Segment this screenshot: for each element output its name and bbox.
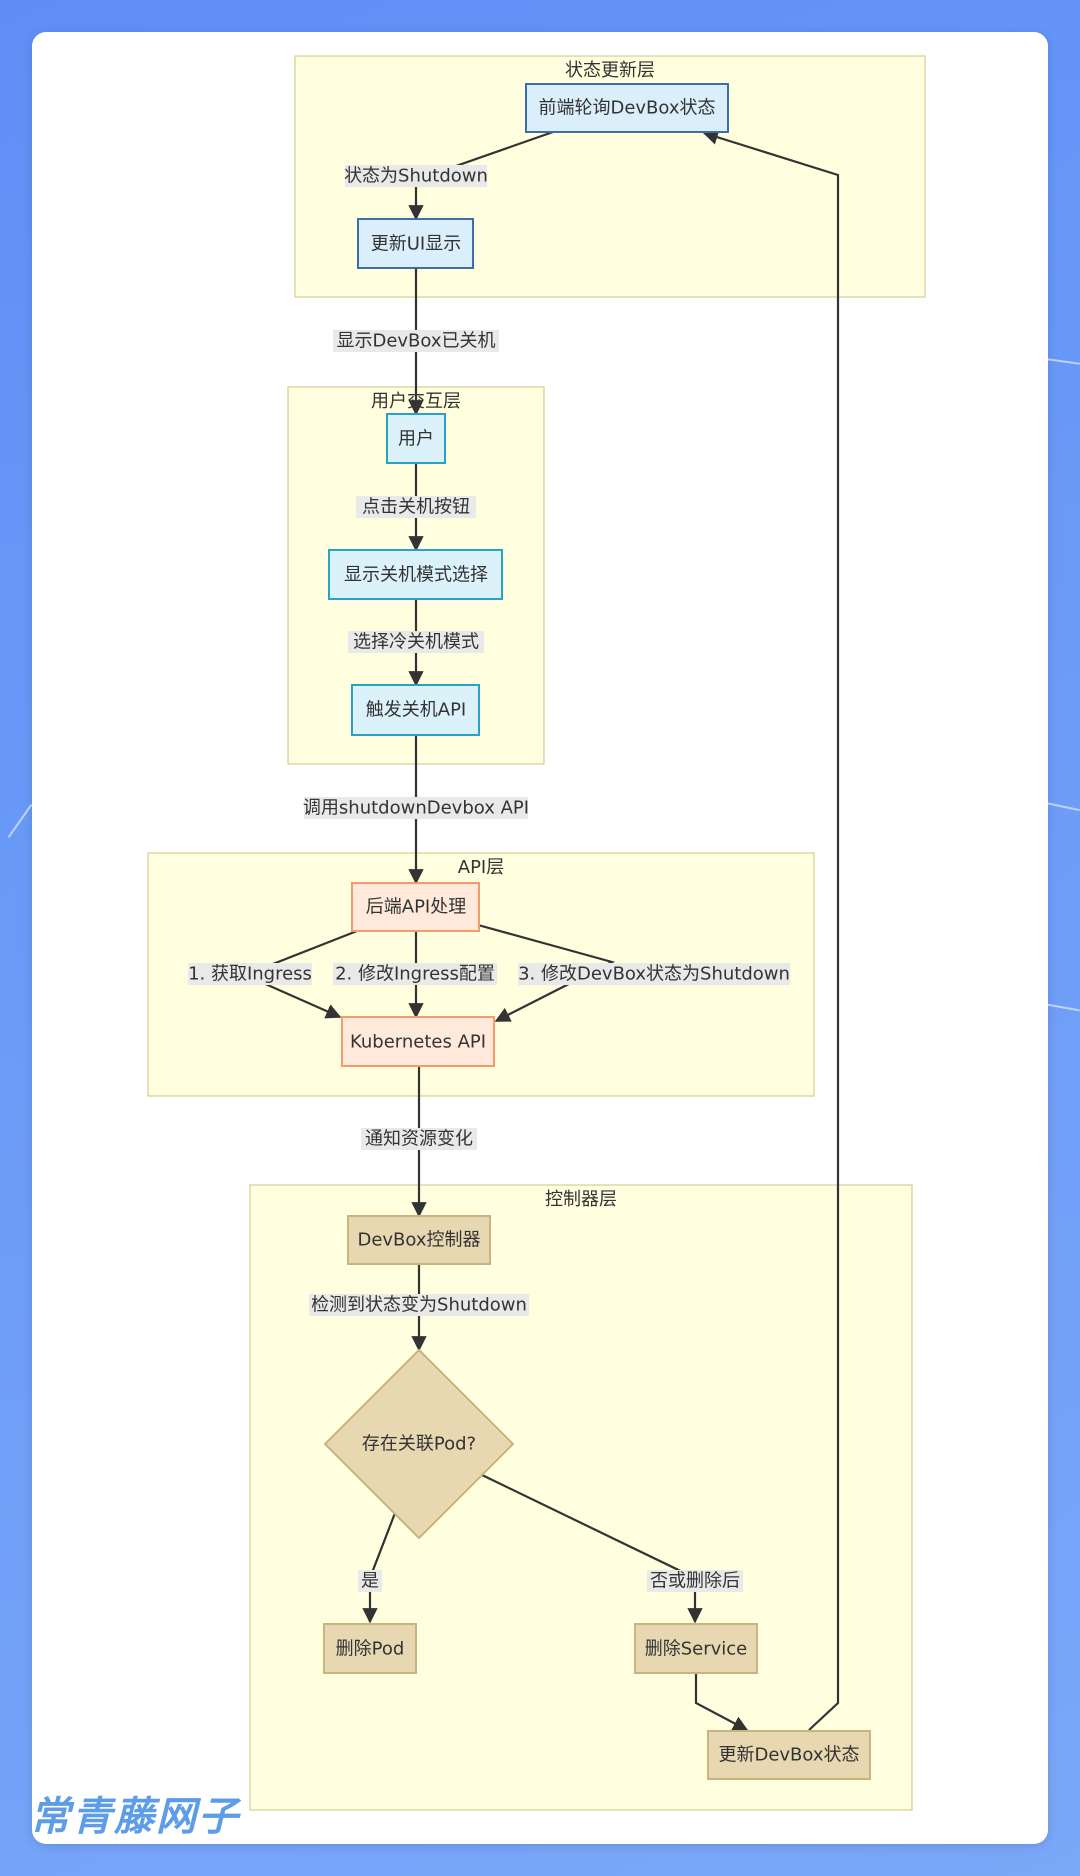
watermark: 常青藤网子 <box>30 1794 240 1840</box>
edge-label-devbox-off: 显示DevBox已关机 <box>336 331 495 352</box>
node-decision-pod-exists: 存在关联Pod? <box>323 1348 515 1540</box>
edge-label-no-or-after: 否或删除后 <box>650 1571 740 1592</box>
subgraph-title-api: API层 <box>458 857 504 878</box>
node-kubernetes-api: Kubernetes API <box>341 1016 495 1067</box>
node-devbox-controller: DevBox控制器 <box>347 1215 491 1265</box>
node-delete-service: 删除Service <box>634 1623 758 1674</box>
svg-text:Kubernetes API: Kubernetes API <box>350 1032 486 1053</box>
node-update-devbox-status: 更新DevBox状态 <box>707 1730 871 1780</box>
edge-label-yes: 是 <box>361 1571 379 1592</box>
node-backend-api: 后端API处理 <box>351 882 480 932</box>
edge-status-to-poll <box>702 129 840 1731</box>
node-update-ui: 更新UI显示 <box>357 218 474 269</box>
svg-text:显示关机模式选择: 显示关机模式选择 <box>344 565 488 586</box>
svg-text:更新UI显示: 更新UI显示 <box>371 234 461 255</box>
node-poll-devbox-status: 前端轮询DevBox状态 <box>525 83 729 133</box>
subgraph-title-status: 状态更新层 <box>565 60 655 81</box>
node-user: 用户 <box>386 413 446 464</box>
subgraph-controller-layer: 控制器层 <box>249 1184 913 1811</box>
edge-label-get-ingress: 1. 获取Ingress <box>188 964 312 985</box>
edge-label-cold-mode: 选择冷关机模式 <box>353 632 479 653</box>
svg-text:存在关联Pod?: 存在关联Pod? <box>362 1434 476 1455</box>
svg-text:DevBox控制器: DevBox控制器 <box>357 1230 480 1251</box>
edge-label-notify-change: 通知资源变化 <box>365 1129 473 1150</box>
edge-label-status-shutdown: 状态为Shutdown <box>344 166 488 187</box>
edge-label-click-shutdown: 点击关机按钮 <box>362 497 470 518</box>
subgraph-title-controller: 控制器层 <box>545 1189 617 1210</box>
node-show-shutdown-modes: 显示关机模式选择 <box>328 549 503 600</box>
edge-label-modify-ingress: 2. 修改Ingress配置 <box>335 964 495 985</box>
svg-text:前端轮询DevBox状态: 前端轮询DevBox状态 <box>538 98 715 119</box>
svg-text:更新DevBox状态: 更新DevBox状态 <box>718 1745 859 1766</box>
svg-text:触发关机API: 触发关机API <box>366 700 466 721</box>
edge-service-to-status <box>694 1672 749 1731</box>
edge-backend-k8s-3 <box>477 923 616 1022</box>
edge-label-detect-shutdown: 检测到状态变为Shutdown <box>311 1295 527 1316</box>
svg-text:用户: 用户 <box>398 429 434 450</box>
edge-labels: 状态为Shutdown 显示DevBox已关机 点击关机按钮 选择冷关机模式 调… <box>188 165 790 1592</box>
svg-text:删除Pod: 删除Pod <box>336 1639 405 1660</box>
edge-label-modify-status: 3. 修改DevBox状态为Shutdown <box>518 964 790 985</box>
svg-text:后端API处理: 后端API处理 <box>366 897 466 918</box>
node-trigger-shutdown-api: 触发关机API <box>351 684 480 736</box>
svg-text:删除Service: 删除Service <box>645 1639 748 1660</box>
edge-label-call-api: 调用shutdownDevbox API <box>303 798 529 819</box>
node-delete-pod: 删除Pod <box>323 1623 417 1674</box>
